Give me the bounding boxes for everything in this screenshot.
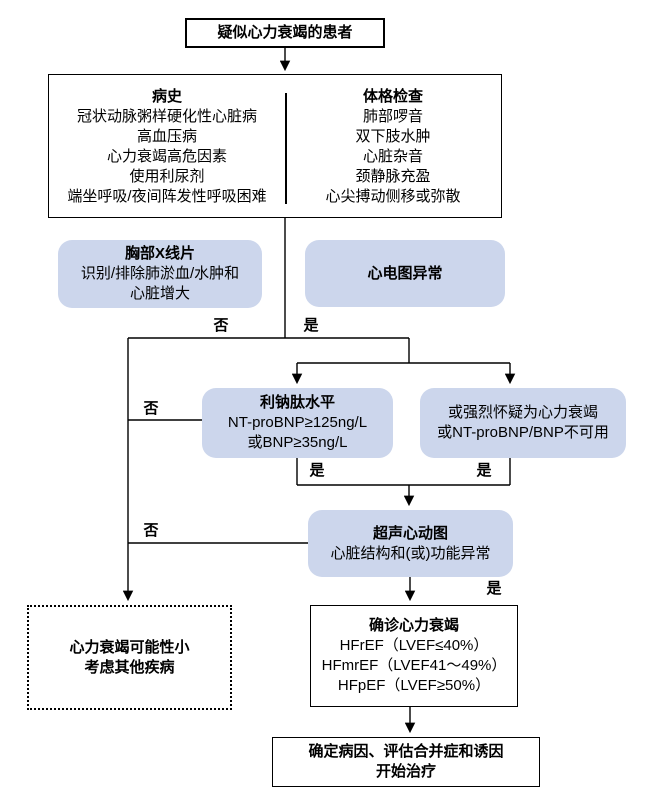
- node-line: 心脏结构和(或)功能异常: [330, 544, 491, 562]
- node-suspected-patient: 疑似心力衰竭的患者: [185, 18, 385, 48]
- edge-label-no-echo: 否: [141, 522, 161, 539]
- edge-label-yes-bnp: 是: [307, 462, 327, 479]
- node-title: 超声心动图: [372, 524, 448, 542]
- node-title: 利钠肽水平: [259, 394, 335, 411]
- edge-label-yes-suspect: 是: [474, 462, 494, 479]
- column-divider: [285, 93, 287, 204]
- edge-label-no-bnp: 否: [141, 400, 161, 417]
- node-title: 疑似心力衰竭的患者: [217, 24, 353, 41]
- edge-label-no-xray: 否: [211, 317, 231, 334]
- node-line: 或BNP≥35ng/L: [247, 434, 348, 451]
- node-line: 考虑其他疾病: [84, 658, 175, 676]
- node-ecg-abnormal: 心电图异常: [305, 240, 505, 307]
- node-line: HFrEF（LVEF≤40%）: [339, 637, 489, 654]
- node-line: 或NT-proBNP/BNP不可用: [437, 424, 609, 441]
- physical-item: 心脏杂音: [362, 148, 423, 165]
- node-line: 识别/排除肺淤血/水肿和: [80, 265, 240, 282]
- physical-item: 心尖搏动侧移或弥散: [325, 188, 461, 205]
- node-hf-unlikely: 心力衰竭可能性小 考虑其他疾病: [27, 605, 232, 710]
- node-line: HFpEF（LVEF≥50%）: [337, 677, 491, 694]
- node-line: 心脏增大: [129, 285, 190, 302]
- history-item: 高血压病: [136, 128, 197, 145]
- node-chest-xray: 胸部X线片 识别/排除肺淤血/水肿和 心脏增大: [58, 240, 262, 308]
- node-line: 确定病因、评估合并症和诱因: [308, 743, 504, 760]
- node-line: HFmrEF（LVEF41～49%）: [321, 657, 507, 674]
- node-start-treatment: 确定病因、评估合并症和诱因 开始治疗: [272, 737, 540, 787]
- node-assessment: 病史 冠状动脉粥样硬化性心脏病 高血压病 心力衰竭高危因素 使用利尿剂 端坐呼吸…: [48, 74, 502, 218]
- physical-title: 体格检查: [362, 88, 423, 105]
- node-line: 心力衰竭可能性小: [69, 638, 190, 656]
- node-title: 胸部X线片: [124, 245, 195, 262]
- node-title: 心电图异常: [367, 264, 443, 282]
- physical-item: 肺部啰音: [362, 108, 423, 125]
- history-item: 心力衰竭高危因素: [106, 148, 227, 165]
- node-title: 确诊心力衰竭: [368, 617, 459, 634]
- physical-item: 双下肢水肿: [355, 128, 431, 145]
- history-item: 使用利尿剂: [129, 168, 205, 185]
- node-echocardiogram: 超声心动图 心脏结构和(或)功能异常: [308, 510, 513, 577]
- history-title: 病史: [151, 88, 182, 105]
- history-column: 病史 冠状动脉粥样硬化性心脏病 高血压病 心力衰竭高危因素 使用利尿剂 端坐呼吸…: [49, 75, 285, 217]
- history-item: 冠状动脉粥样硬化性心脏病: [76, 108, 257, 125]
- edge-label-yes-xray: 是: [301, 317, 321, 334]
- node-line: 开始治疗: [375, 763, 436, 780]
- edge-label-yes-echo: 是: [484, 580, 504, 597]
- physical-column: 体格检查 肺部啰音 双下肢水肿 心脏杂音 颈静脉充盈 心尖搏动侧移或弥散: [285, 75, 501, 217]
- node-line: 或强烈怀疑为心力衰竭: [447, 404, 598, 421]
- node-line: NT-proBNP≥125ng/L: [227, 414, 368, 431]
- node-hf-confirmed: 确诊心力衰竭 HFrEF（LVEF≤40%） HFmrEF（LVEF41～49%…: [310, 605, 518, 707]
- history-item: 端坐呼吸/夜间阵发性呼吸困难: [67, 188, 267, 205]
- physical-item: 颈静脉充盈: [355, 168, 431, 185]
- node-strong-suspicion: 或强烈怀疑为心力衰竭 或NT-proBNP/BNP不可用: [420, 388, 626, 458]
- node-natriuretic-peptide: 利钠肽水平 NT-proBNP≥125ng/L 或BNP≥35ng/L: [202, 388, 393, 458]
